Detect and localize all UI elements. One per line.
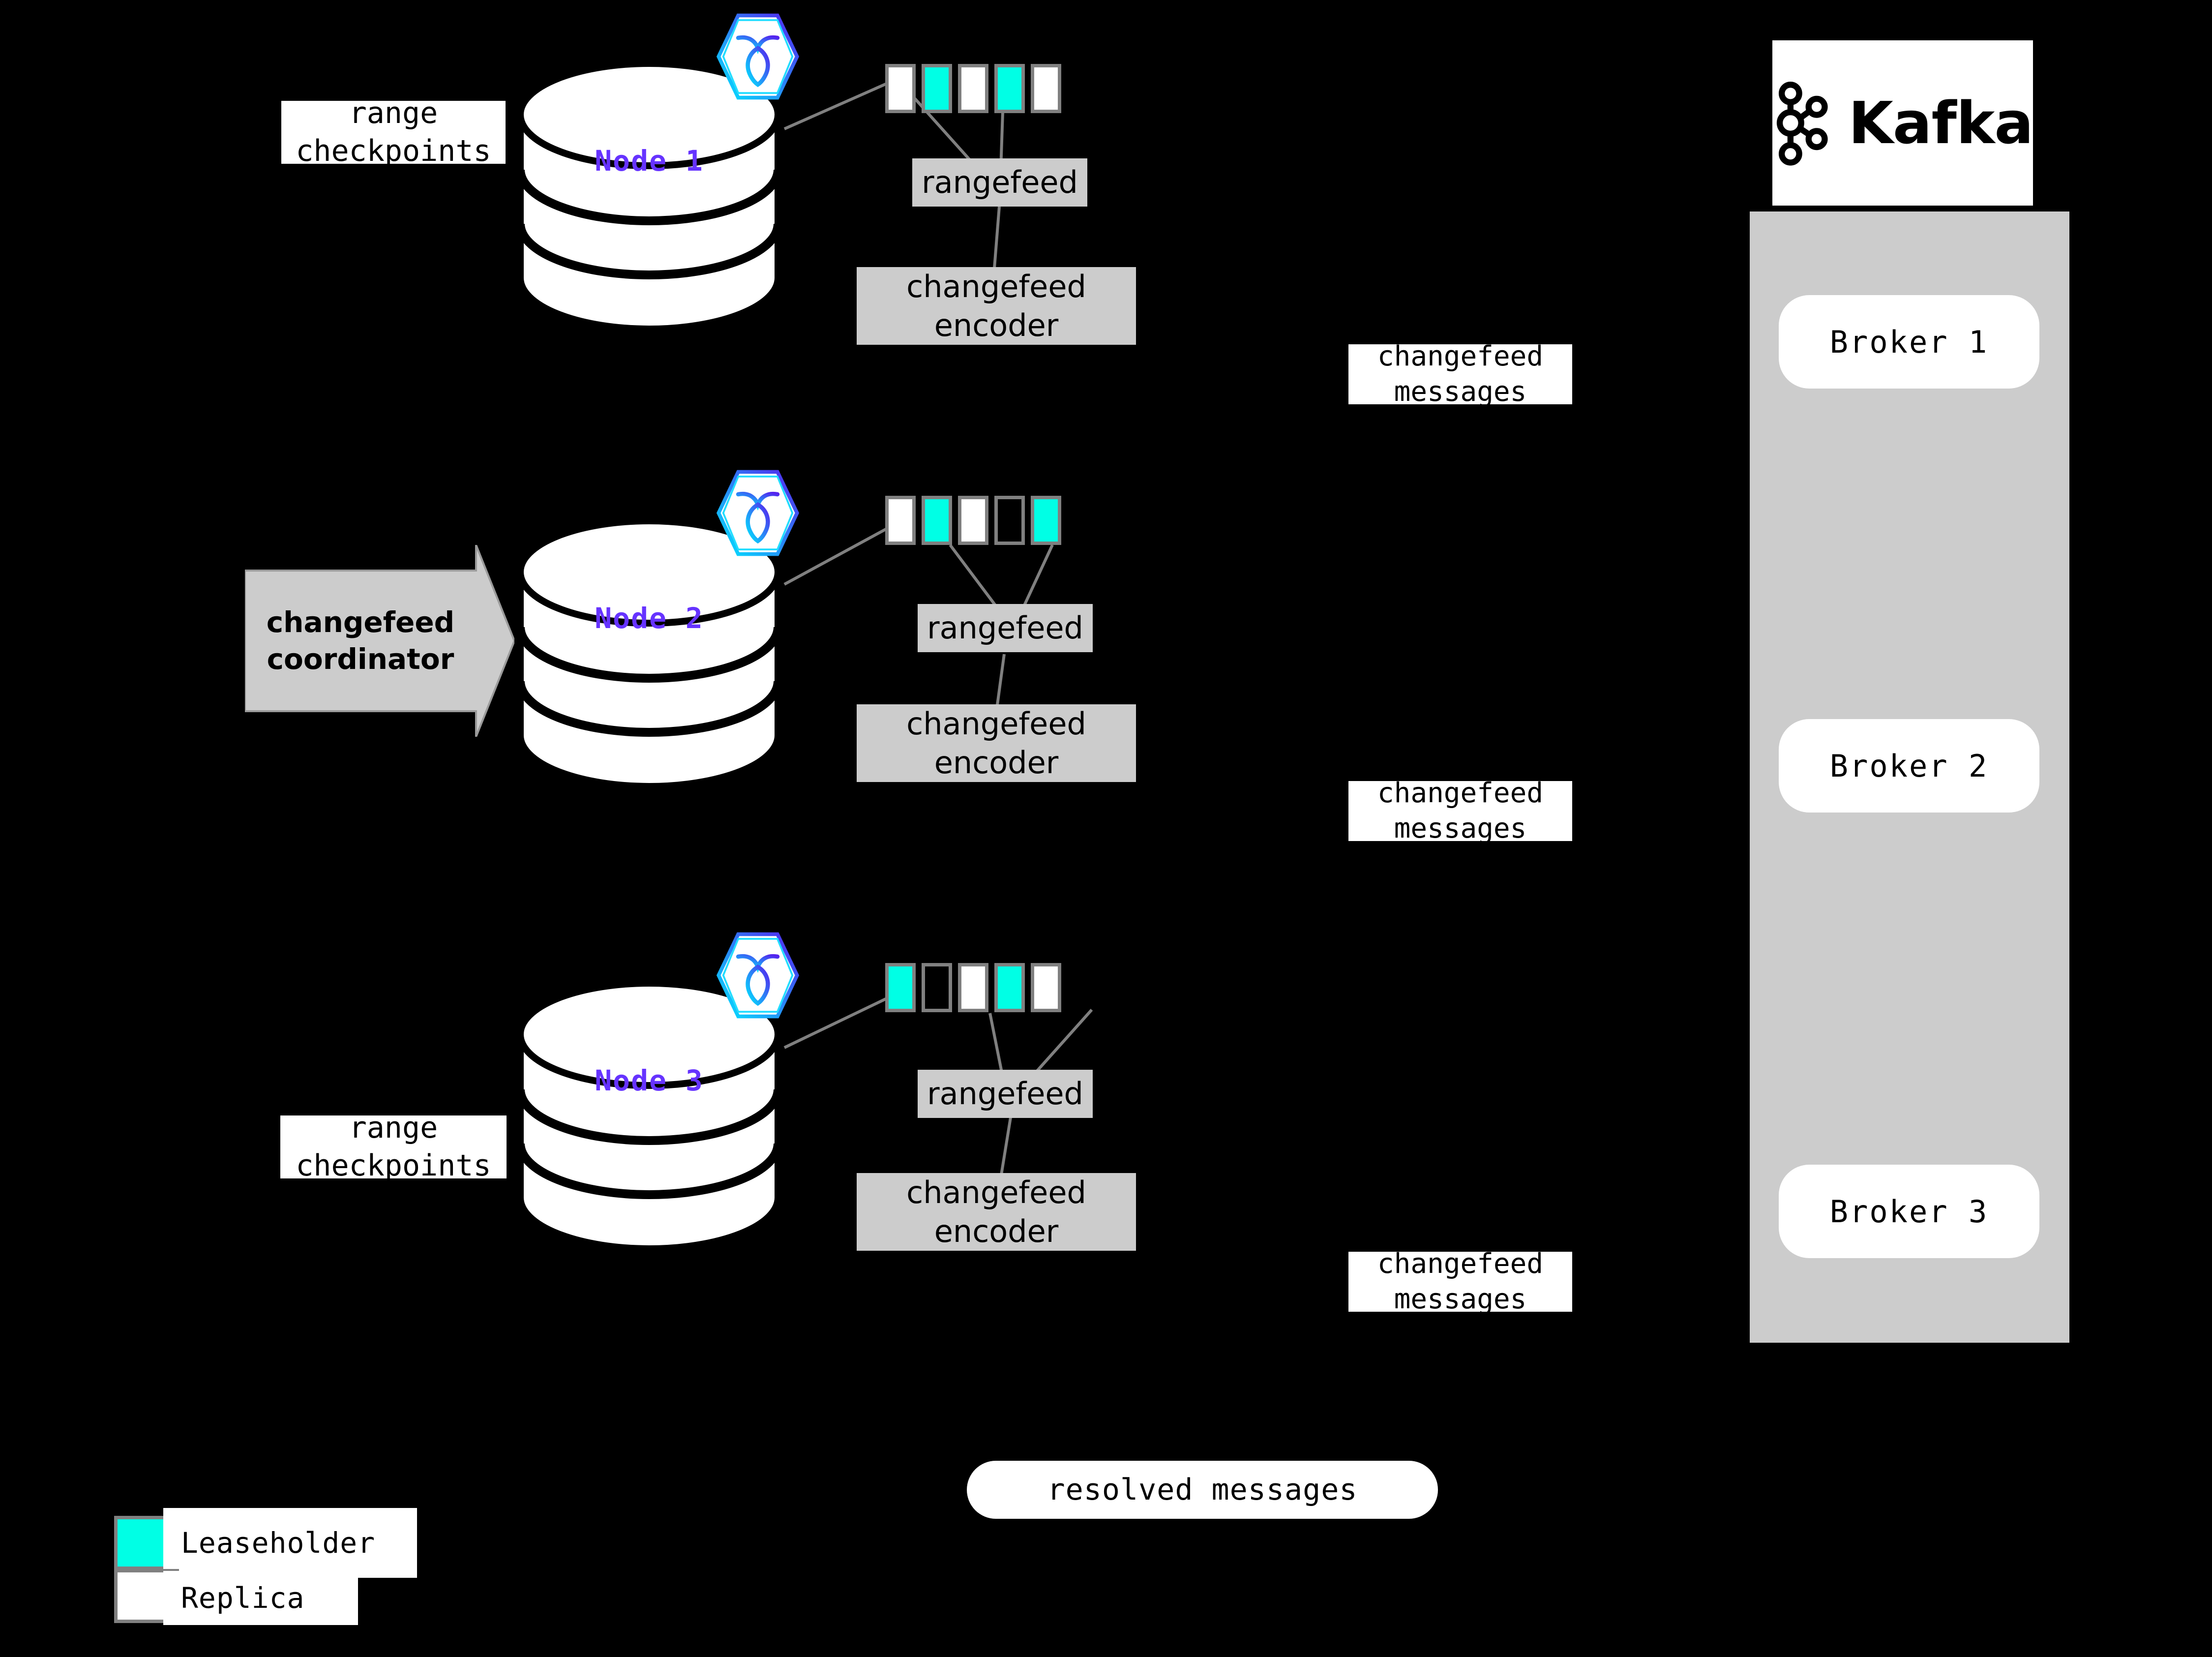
node2-changefeed-messages-label: changefeed messages	[1348, 781, 1572, 841]
node3-range-3-replica[interactable]	[958, 963, 988, 1012]
node1-messages-line2: messages	[1394, 376, 1527, 404]
node2-range-5-leaseholder[interactable]	[1031, 496, 1061, 545]
node1-checkpoints-line2: checkpoints	[296, 134, 491, 164]
node1-range-2-leaseholder[interactable]	[922, 64, 952, 113]
node1-range-checkpoints-label: range checkpoints	[281, 101, 506, 164]
cockroachdb-logo-icon	[711, 929, 805, 1022]
node3-checkpoints-line1: range	[349, 1115, 438, 1145]
legend: Leaseholder Replica	[114, 1508, 417, 1639]
kafka-wordmark: Kafka	[1848, 89, 2033, 157]
node2-range-4-empty[interactable]	[994, 496, 1025, 545]
node2-cylinder: Node 2	[516, 480, 782, 784]
cockroachdb-logo-icon	[711, 466, 805, 560]
node1-checkpoints-line1: range	[349, 101, 438, 131]
node1-encoder-line1: changefeed	[906, 268, 1086, 304]
node3-cylinder: Node 3	[516, 942, 782, 1247]
node3-messages-line1: changefeed	[1377, 1252, 1544, 1280]
kafka-broker-1[interactable]: Broker 1	[1779, 295, 2039, 389]
kafka-broker-2[interactable]: Broker 2	[1779, 719, 2039, 813]
node3-range-1-leaseholder[interactable]	[885, 963, 916, 1012]
node1-range-row	[885, 64, 1067, 113]
node2-changefeed-encoder-box[interactable]: changefeed encoder	[857, 704, 1136, 782]
node2-range-3-replica[interactable]	[958, 496, 988, 545]
resolved-messages-pill[interactable]: resolved messages	[967, 1461, 1438, 1519]
node3-range-4-leaseholder[interactable]	[994, 963, 1025, 1012]
node2-encoder-line2: encoder	[934, 745, 1059, 781]
kafka-logo-panel: Kafka	[1772, 40, 2033, 206]
node3-rangefeed-box[interactable]: rangefeed	[918, 1070, 1093, 1118]
node3-range-checkpoints-label: range checkpoints	[280, 1115, 507, 1178]
node1-changefeed-messages-label: changefeed messages	[1348, 344, 1572, 404]
node3-range-2-empty[interactable]	[922, 963, 952, 1012]
node1-rangefeed-box[interactable]: rangefeed	[912, 158, 1087, 207]
node1-messages-line1: changefeed	[1377, 344, 1544, 373]
cockroachdb-logo-icon	[711, 10, 805, 103]
node2-messages-line2: messages	[1394, 813, 1527, 841]
node3-checkpoints-line2: checkpoints	[296, 1148, 491, 1178]
node3-range-row	[885, 963, 1067, 1012]
node1-range-3-replica[interactable]	[958, 64, 988, 113]
node3-encoder-line1: changefeed	[906, 1174, 1086, 1210]
node2-encoder-line1: changefeed	[906, 705, 1086, 742]
legend-replica-label: Replica	[163, 1571, 358, 1625]
node1-cylinder: Node 1	[516, 22, 782, 327]
node2-range-row	[885, 496, 1067, 545]
node2-range-1-replica[interactable]	[885, 496, 916, 545]
node2-rangefeed-box[interactable]: rangefeed	[918, 604, 1093, 652]
legend-leaseholder-label: Leaseholder	[163, 1508, 417, 1578]
kafka-logo-icon	[1776, 82, 1828, 166]
node2-changefeed-coordinator[interactable]: changefeed coordinator	[244, 544, 516, 737]
node1-encoder-line2: encoder	[934, 307, 1059, 343]
node1-changefeed-encoder-box[interactable]: changefeed encoder	[857, 267, 1136, 345]
node3-messages-line2: messages	[1394, 1283, 1527, 1312]
node3-range-5-replica[interactable]	[1031, 963, 1061, 1012]
node3-encoder-line2: encoder	[934, 1213, 1059, 1249]
node3-changefeed-messages-label: changefeed messages	[1348, 1252, 1572, 1312]
node1-range-4-leaseholder[interactable]	[994, 64, 1025, 113]
node1-range-1-replica[interactable]	[885, 64, 916, 113]
node2-messages-line1: changefeed	[1377, 781, 1544, 810]
node1-range-5-replica[interactable]	[1031, 64, 1061, 113]
kafka-broker-3[interactable]: Broker 3	[1779, 1165, 2039, 1258]
node2-range-2-leaseholder[interactable]	[922, 496, 952, 545]
node3-changefeed-encoder-box[interactable]: changefeed encoder	[857, 1173, 1136, 1251]
